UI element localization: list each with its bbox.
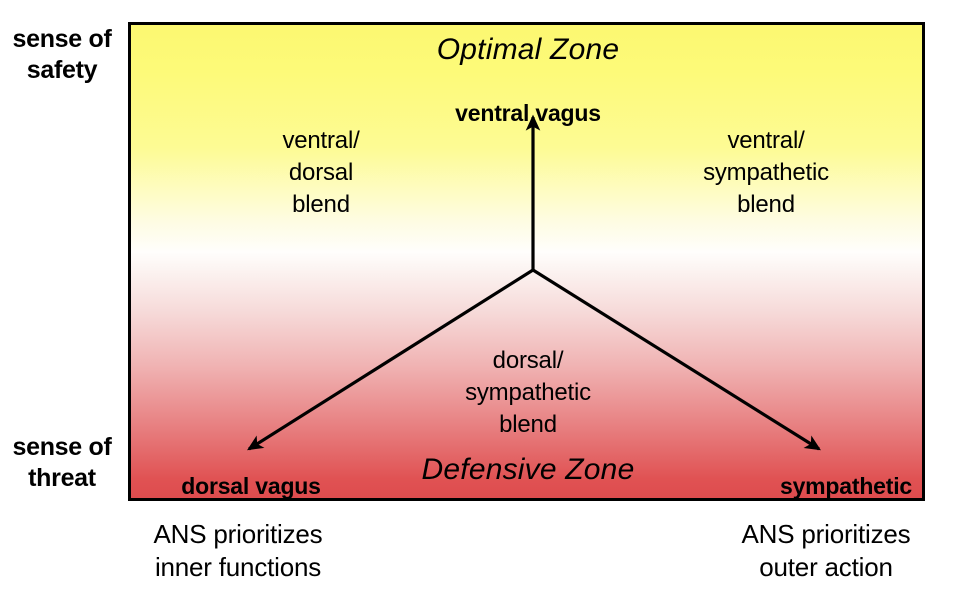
node-label-sympathetic: sympathetic <box>779 473 912 499</box>
node-label-ventral-vagus: ventral vagus <box>455 100 601 126</box>
axis-label-sense-of-threat: sense of threat <box>12 433 112 492</box>
axis-label-ans-inner-functions: ANS prioritizes inner functions <box>153 519 323 583</box>
defensive-zone-title: Defensive Zone <box>421 453 635 486</box>
optimal-zone-title: Optimal Zone <box>436 33 620 66</box>
zone-gradient-panel: Optimal Zone Defensive Zone ventral vagu… <box>128 22 925 501</box>
axis-label-sense-of-safety: sense of safety <box>12 25 112 84</box>
blend-label-ventral-dorsal: ventral/ dorsal blend <box>282 127 360 218</box>
blend-label-dorsal-sympathetic: dorsal/ sympathetic blend <box>465 347 591 438</box>
node-label-dorsal-vagus: dorsal vagus <box>181 473 321 499</box>
blend-label-ventral-sympathetic: ventral/ sympathetic blend <box>703 127 829 218</box>
axis-label-ans-outer-action: ANS prioritizes outer action <box>741 519 911 583</box>
